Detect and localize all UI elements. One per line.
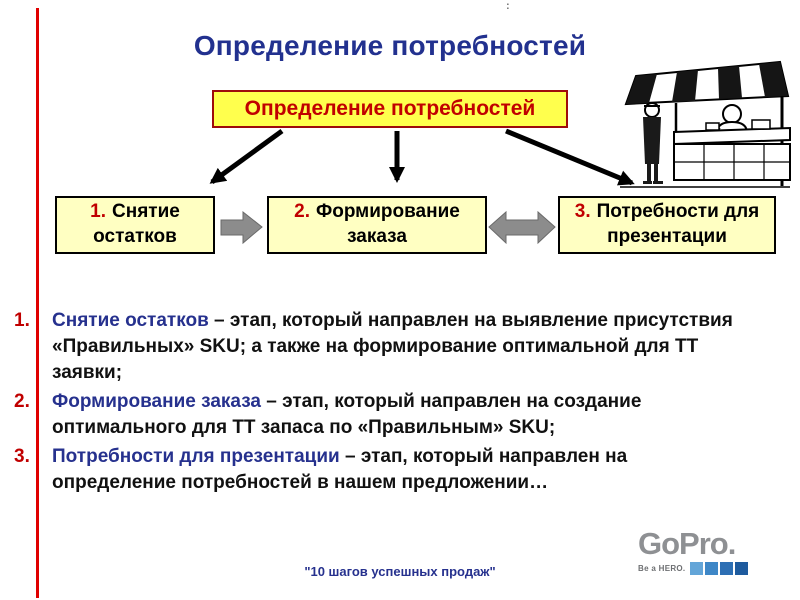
- gopro-logo-row: Be a HERO.: [638, 562, 790, 575]
- list-item-1-lead: Снятие остатков: [52, 310, 209, 331]
- market-stall-illustration: [620, 60, 791, 188]
- list-item-3-lead: Потребности для презентации: [52, 446, 340, 467]
- list-item-1-number: 1.: [14, 310, 30, 331]
- arrow-to-box1: [209, 128, 284, 185]
- gopro-tagline: Be a HERO.: [638, 564, 686, 573]
- box-2-label: Формирование заказа: [316, 201, 460, 247]
- left-accent-line: [36, 8, 39, 598]
- diagram-box-3: 3.Потребности для презентации: [558, 196, 776, 254]
- slide-title: Определение потребностей: [193, 30, 587, 61]
- top-artifact-mark: :: [506, 0, 510, 12]
- diagram-header-label: Определение потребностей: [244, 97, 536, 120]
- logo-square-2: [705, 562, 719, 575]
- list-item-1-rest: – этап, который направлен на выявление п…: [52, 310, 733, 383]
- double-block-arrow: [488, 210, 556, 245]
- box-1-text: 1.Снятие остатков: [62, 200, 208, 249]
- logo-square-1: [690, 562, 704, 575]
- gopro-logo: GoPro. Be a HERO.: [638, 528, 790, 575]
- list-item-2-text: Формирование заказа – этап, который напр…: [52, 389, 744, 441]
- list-item-3: 3. Потребности для презентации – этап, к…: [14, 444, 744, 496]
- diagram-box-1: 1.Снятие остатков: [55, 196, 215, 254]
- diagram-box-2: 2. Формирование заказа: [267, 196, 487, 254]
- list-item-1: 1. Снятие остатков – этап, который напра…: [14, 308, 744, 386]
- box-3-number: 3.: [574, 201, 591, 223]
- list-item-3-rest: – этап, который направлен на определение…: [52, 446, 628, 493]
- logo-square-4: [735, 562, 749, 575]
- list-item-2-rest: – этап, который направлен на создание оп…: [52, 391, 642, 438]
- diagram-header-box: Определение потребностей: [212, 90, 568, 128]
- box-2-number: 2.: [294, 201, 310, 223]
- box-3-label: Потребности для презентации: [596, 201, 760, 247]
- list-item-1-text: Снятие остатков – этап, который направле…: [52, 308, 744, 386]
- logo-square-3: [720, 562, 734, 575]
- gopro-wordmark: GoPro.: [638, 526, 736, 561]
- footer-text: "10 шагов успешных продаж": [304, 564, 496, 579]
- description-list: 1. Снятие остатков – этап, который напра…: [14, 308, 744, 499]
- right-block-arrow: [220, 210, 263, 245]
- box-1-number: 1.: [90, 201, 106, 223]
- list-item-2-number: 2.: [14, 391, 30, 412]
- list-item-2: 2. Формирование заказа – этап, который н…: [14, 389, 744, 441]
- list-item-2-lead: Формирование заказа: [52, 391, 261, 412]
- list-item-3-text: Потребности для презентации – этап, кото…: [52, 444, 744, 496]
- box-3-text: 3.Потребности для презентации: [565, 200, 769, 249]
- box-1-label: Снятие остатков: [93, 201, 180, 247]
- box-2-text: 2. Формирование заказа: [274, 200, 480, 249]
- list-item-3-number: 3.: [14, 446, 30, 467]
